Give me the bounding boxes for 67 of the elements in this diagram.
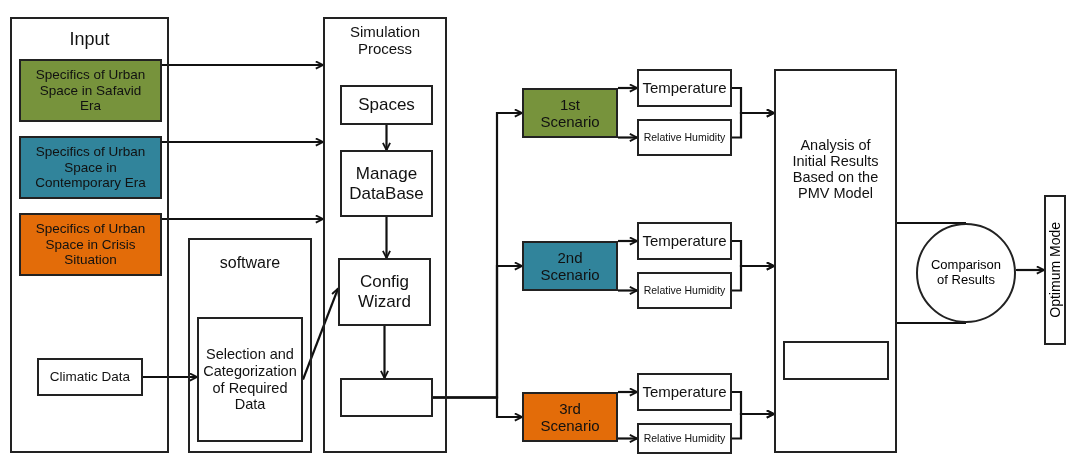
empty-box <box>783 341 889 380</box>
group-box <box>188 238 312 453</box>
box-label: Relative Humidity <box>643 284 726 297</box>
arrow <box>618 83 638 93</box>
arrow <box>433 396 523 422</box>
process-box <box>37 358 143 396</box>
box-label: Specifics of Urban Space in Safavid Era <box>34 67 147 114</box>
box-label: Climatic Data <box>49 369 131 385</box>
process-box <box>522 392 618 442</box>
process-box <box>19 59 162 122</box>
heading-text: Input <box>68 29 111 50</box>
box-label: Relative Humidity <box>643 131 726 144</box>
process-box <box>637 69 732 107</box>
box-label: Comparison of Results <box>930 258 1002 288</box>
box-label: Manage DataBase <box>348 163 425 204</box>
box-label: Optimum Mode <box>1047 222 1063 318</box>
process-box <box>637 272 732 309</box>
process-box <box>197 317 303 442</box>
arrow <box>618 236 638 246</box>
arrow <box>380 326 389 379</box>
group-box <box>323 17 447 453</box>
process-box <box>340 150 433 217</box>
arrow <box>732 108 775 139</box>
arrow <box>618 387 638 397</box>
process-box <box>19 136 162 199</box>
arrow <box>618 133 638 142</box>
arrow <box>162 60 324 70</box>
arrow <box>382 125 391 151</box>
box-label: Relative Humidity <box>643 432 726 445</box>
arrow <box>618 286 638 295</box>
process-box <box>338 258 431 326</box>
connector-line <box>897 221 966 225</box>
arrow <box>1016 265 1045 275</box>
box-label: Config Wizard <box>357 272 412 312</box>
heading-text: software <box>218 254 282 272</box>
box-label: Spaces <box>358 95 415 115</box>
group-box <box>774 69 897 453</box>
arrow <box>162 137 324 147</box>
process-box <box>522 241 618 291</box>
box-label: Selection and Categorization of Required Data <box>202 346 298 413</box>
box-label: 1st Scenario <box>539 95 601 131</box>
box-label: Specifics of Urban Space in Contemporary Era <box>34 144 147 191</box>
arrow <box>732 409 775 440</box>
connector-line <box>897 321 966 325</box>
box-label: Specifics of Urban Space in Crisis Situation <box>34 221 147 268</box>
box-label: Temperature <box>642 79 727 97</box>
heading-text: Simulation Process <box>348 23 421 57</box>
process-box <box>637 373 732 411</box>
process-box <box>637 119 732 156</box>
group-box <box>10 17 169 453</box>
heading-text: Analysis of Initial Results Based on the PMV Model <box>791 137 880 201</box>
process-box <box>637 222 732 260</box>
box-label: 2nd Scenario <box>539 248 601 284</box>
process-box <box>637 423 732 454</box>
arrow <box>143 372 198 382</box>
arrow <box>618 434 638 443</box>
process-box <box>340 85 433 125</box>
box-label: 3rd Scenario <box>539 399 601 435</box>
box-label: Temperature <box>642 383 727 401</box>
arrow <box>382 217 391 259</box>
arrow <box>162 214 324 224</box>
arrow <box>732 261 775 292</box>
output-box <box>1044 195 1066 345</box>
box-label: Temperature <box>642 232 727 250</box>
empty-box <box>340 378 433 417</box>
process-box <box>522 88 618 138</box>
process-box <box>19 213 162 276</box>
